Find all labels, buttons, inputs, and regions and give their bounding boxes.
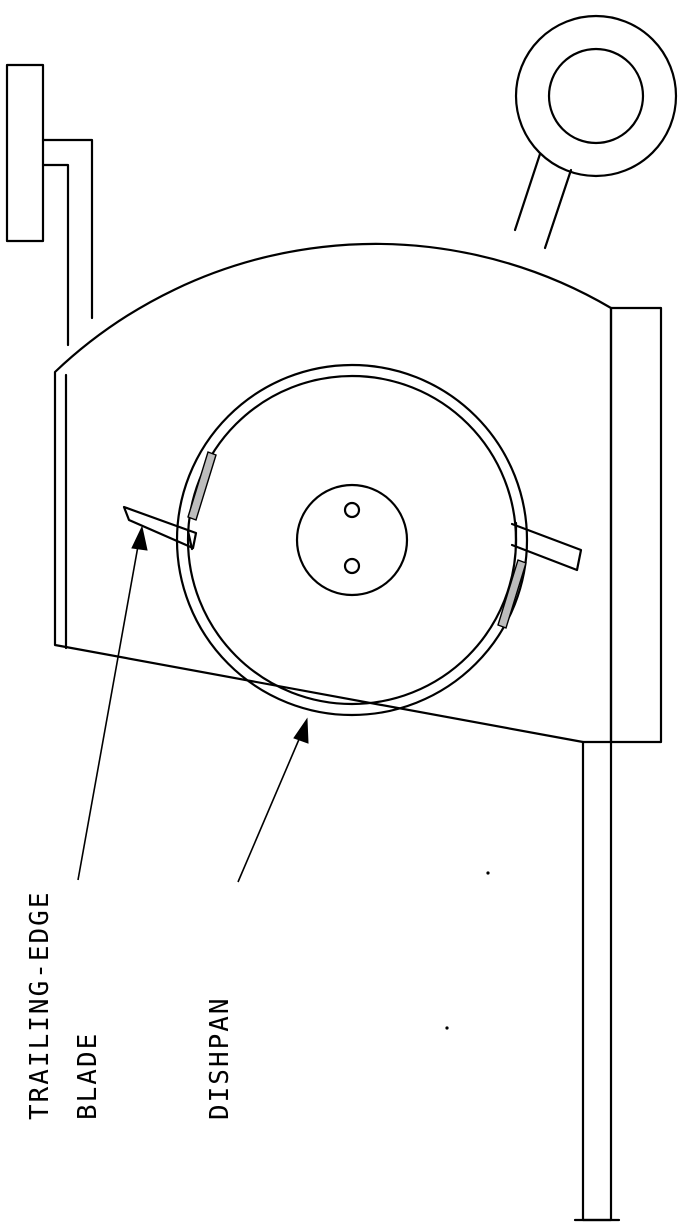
dishpan-label: DISHPAN	[205, 996, 235, 1120]
hub-hole-bottom	[343, 557, 361, 575]
trailing-edge-label-line2: BLADE	[73, 1032, 103, 1120]
blade-leader-arrow	[77, 525, 148, 881]
speck	[445, 1026, 449, 1030]
handwheel	[513, 14, 678, 250]
trailing-edge-blade	[122, 505, 583, 572]
dishpan-hub	[295, 483, 409, 597]
trailing-edge-label-line1: TRAILING-EDGE	[25, 891, 55, 1121]
dishpan	[175, 363, 529, 717]
dishpan-leader-arrow	[237, 717, 309, 883]
shaft	[573, 740, 621, 1222]
hub-hole-top	[343, 501, 361, 519]
speck	[486, 871, 490, 875]
housing	[53, 242, 613, 744]
mounting-bracket	[5, 63, 94, 347]
base-plate	[609, 306, 663, 744]
